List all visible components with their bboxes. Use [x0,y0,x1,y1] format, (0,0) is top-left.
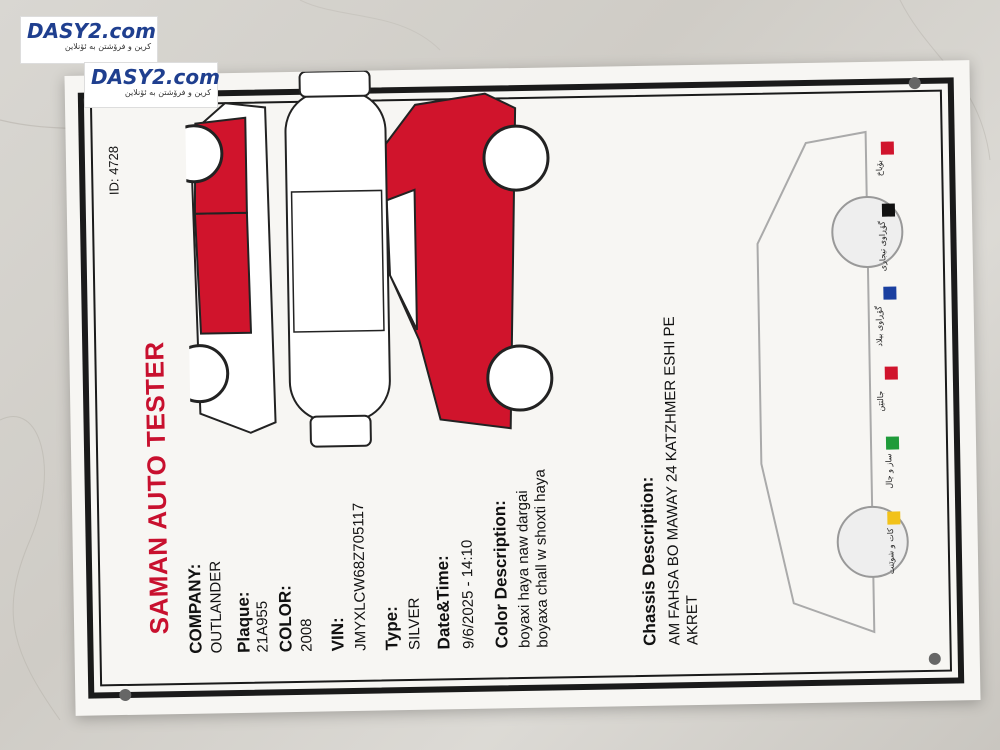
datetime-label: Date&Time: [432,555,454,650]
legend-label-commercial-replace: گۆڕاوی تیجاری [877,221,888,272]
plaque-value: 21A955 [253,600,272,653]
chassis-description-line1: AM FAHSA BO MAWAY 24 KATZHMER ESHI PE [660,316,684,646]
watermark-logo-2: DASY2.com [91,65,220,89]
watermark-tagline-2: کرین و فرۆشتن بە ئۆنلاین [124,88,211,97]
datetime-value: 9/6/2025 - 14:10 [458,539,478,650]
vin-value: JMYXLCW68Z705117 [349,502,370,652]
car-top-view [284,69,391,448]
chassis-description-label: Chassis Description: [637,476,660,646]
legend-label-dents: جالتێن [875,390,886,412]
watermark-tagline: کرین و فرۆشتن بە ئۆنلاین [64,42,151,51]
plaque-label: Plaque: [233,591,254,654]
legend-swatch-dents [884,366,898,380]
color-label: COLOR: [275,584,296,653]
report-id: ID: 4728 [105,145,122,196]
legend-swatch-commercial-replace [881,203,896,217]
company-value: OUTLANDER [206,560,226,654]
legend-swatch-time-place [887,511,901,525]
color-description-label: Color Description: [489,499,512,649]
company-label: COMPANY: [185,563,206,654]
legend-label-time-place: کات و شوێنت [886,527,896,575]
car-side-view-left [379,92,554,430]
type-value: SILVER [405,597,424,651]
chassis-description-line2: AKRET [683,594,702,646]
legend-swatch-country-replace [883,286,897,300]
legend-swatch-paint [880,141,894,155]
watermark-second: DASY2.com کرین و فرۆشتن بە ئۆنلاین [84,62,220,108]
legend-label-paint: بۆیاخ [874,160,884,177]
report-title: SAMAN AUTO TESTER [139,341,175,635]
watermark-logo: DASY2.com [27,19,156,43]
color-description-line2: boyaxa chall w shoxti haya [531,469,552,648]
car-damage-diagram [184,69,554,448]
legend-swatch-repair [885,436,900,450]
rotated-content: SAMAN AUTO TESTER ID: 4728 COMPANY: OUTL… [64,60,980,716]
color-value: 2008 [297,618,316,652]
legend-label-repair: ساز و چال [884,453,894,489]
legend-label-country-replace: گۆڕاوی بیلاد [874,305,885,347]
color-description-line1: boyaxi haya naw dargai [513,490,534,649]
type-label: Type: [381,606,402,651]
car-side-view-right [184,102,277,434]
watermark-top: DASY2.com کرین و فرۆشتن بە ئۆنلاین [20,16,158,64]
vin-label: VIN: [327,617,348,652]
inspection-sheet: SAMAN AUTO TESTER ID: 4728 COMPANY: OUTL… [64,60,981,716]
sheet-border [77,77,965,701]
chassis-car-outline [756,130,909,634]
